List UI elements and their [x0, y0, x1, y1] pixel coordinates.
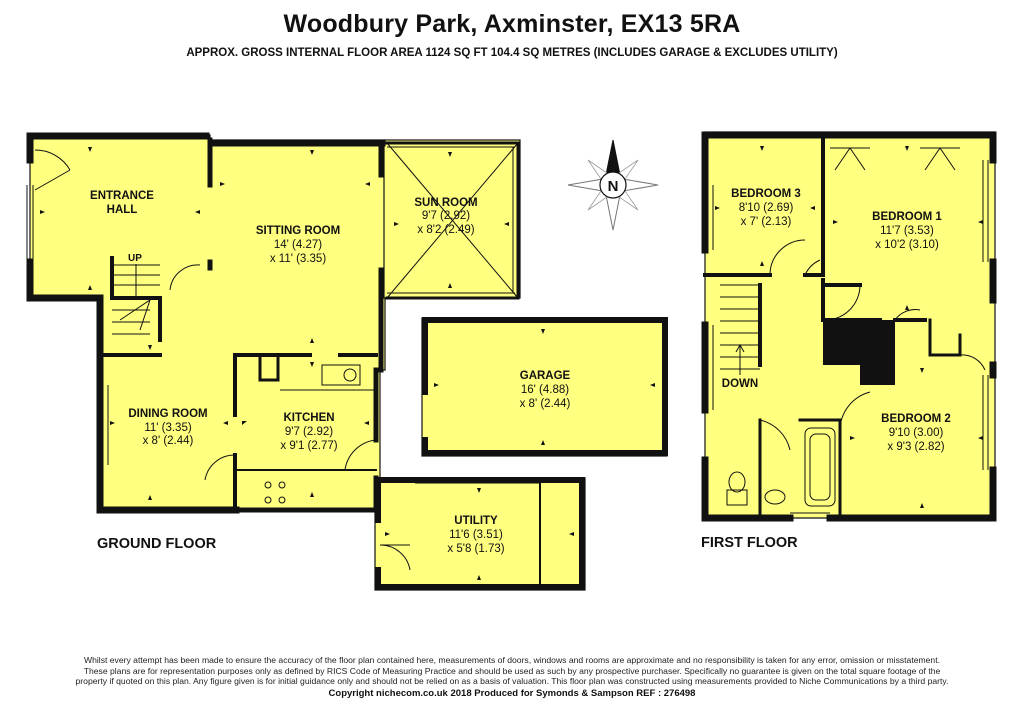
- first-floor-walls: [701, 131, 997, 522]
- copyright-line: Copyright nichecom.co.uk 2018 Produced f…: [328, 688, 696, 699]
- bedroom-2-name: BEDROOM 2: [881, 413, 951, 425]
- stairs-down: [720, 284, 760, 375]
- ground-floor-main-area: [29, 134, 386, 511]
- plan-title: Woodbury Park, Axminster, EX13 5RA: [283, 10, 741, 38]
- first-dimension-arrows: [715, 146, 983, 508]
- first-floor-room-labels: BEDROOM 3 8'10 (2.69) x 7' (2.13) BEDROO…: [701, 188, 951, 551]
- garage-dim2: x 8' (2.44): [520, 398, 571, 410]
- bedroom-2-dim1: 9'10 (3.00): [889, 427, 944, 439]
- disclaimer: Whilst every attempt has been made to en…: [20, 655, 1004, 687]
- ground-floor-details: [26, 142, 540, 571]
- disclaimer-line-2: These plans are for representation purpo…: [83, 665, 941, 676]
- up-label: UP: [128, 253, 142, 264]
- utility-area: [374, 477, 586, 591]
- entrance-hall-name-1: ENTRANCE: [90, 190, 154, 202]
- compass-north-label: N: [608, 178, 619, 195]
- bedroom-1-dim2: x 10'2 (3.10): [875, 239, 939, 251]
- garage-dim1: 16' (4.88): [521, 384, 569, 396]
- ground-floor-label: GROUND FLOOR: [97, 536, 217, 552]
- entrance-hall-name-2: HALL: [107, 204, 138, 216]
- utility-dim1: 11'6 (3.51): [449, 529, 503, 541]
- sitting-room-dim2: x 11' (3.35): [270, 253, 326, 265]
- utility-name: UTILITY: [454, 515, 498, 527]
- stairs-up: [112, 264, 160, 335]
- sitting-room-name: SITTING ROOM: [256, 225, 340, 237]
- kitchen-dim2: x 9'1 (2.77): [280, 440, 337, 452]
- ground-floor-plan: [29, 134, 668, 591]
- ground-floor-room-labels: ENTRANCE HALL UP SITTING ROOM 14' (4.27)…: [90, 190, 571, 555]
- dining-room-dim2: x 8' (2.44): [143, 435, 194, 447]
- floor-area-subtitle: APPROX. GROSS INTERNAL FLOOR AREA 1124 S…: [186, 47, 838, 59]
- bedroom-1-name: BEDROOM 1: [872, 211, 942, 223]
- down-label: DOWN: [722, 378, 758, 390]
- kitchen-name: KITCHEN: [283, 412, 334, 424]
- utility-dim2: x 5'8 (1.73): [447, 543, 504, 555]
- sun-room-area: [383, 139, 521, 299]
- sun-room-name: SUN ROOM: [414, 197, 477, 209]
- bedroom-3-dim1: 8'10 (2.69): [739, 202, 794, 214]
- disclaimer-line-1: Whilst every attempt has been made to en…: [84, 655, 940, 665]
- bedroom-1-dim1: 11'7 (3.53): [880, 225, 934, 237]
- sun-room-dim2: x 8'2 (2.49): [417, 224, 474, 236]
- airing-cupboard-block: [823, 320, 895, 385]
- bedroom-2-dim2: x 9'3 (2.82): [887, 441, 944, 453]
- ground-dimension-arrows: [40, 147, 655, 580]
- kitchen-dim1: 9'7 (2.92): [285, 426, 333, 438]
- sun-room-dim1: 9'7 (2.92): [422, 210, 470, 222]
- first-floor-label: FIRST FLOOR: [701, 535, 798, 551]
- bedroom-3-dim2: x 7' (2.13): [741, 216, 792, 228]
- sitting-room-dim1: 14' (4.27): [274, 239, 322, 251]
- dining-room-dim1: 11' (3.35): [144, 422, 192, 434]
- bedroom-3-name: BEDROOM 3: [731, 188, 801, 200]
- dining-room-name: DINING ROOM: [128, 408, 207, 420]
- north-compass: N: [567, 139, 659, 231]
- garage-name: GARAGE: [520, 370, 571, 382]
- first-floor-details: [707, 147, 989, 514]
- disclaimer-line-3: property if quoted on this plan. Any fig…: [75, 676, 949, 687]
- garage-area: [421, 317, 668, 457]
- front-door: [34, 149, 71, 191]
